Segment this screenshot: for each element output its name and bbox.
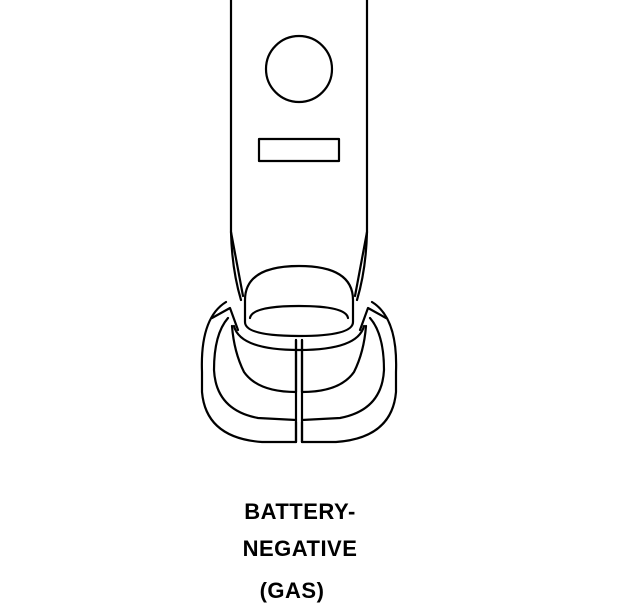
clamp-left-inner bbox=[230, 324, 298, 394]
clamp-left-outer bbox=[200, 300, 298, 444]
clamp-right-tab bbox=[358, 306, 388, 332]
clamp-right-inner bbox=[300, 324, 368, 394]
terminal-strap bbox=[229, 0, 369, 302]
clamp-left-mid bbox=[212, 316, 298, 422]
clamp-right-mid bbox=[300, 316, 386, 422]
caption-line-1: BATTERY- bbox=[244, 499, 356, 524]
caption-line-3: (GAS) bbox=[259, 578, 325, 603]
barrel-opening-inner bbox=[248, 304, 350, 320]
strap-bolt-hole bbox=[264, 34, 334, 104]
clamp-right-outer bbox=[300, 300, 398, 444]
clamp-top-band bbox=[232, 324, 366, 352]
strap-taper-right bbox=[353, 230, 369, 298]
caption-line-2: NEGATIVE bbox=[242, 536, 358, 561]
strap-taper-left bbox=[229, 230, 245, 298]
strap-outline bbox=[229, 0, 369, 302]
strap-slot bbox=[257, 137, 341, 163]
clamp-left-tab bbox=[210, 306, 240, 332]
barrel-opening-outer bbox=[243, 264, 355, 338]
terminal-barrel bbox=[200, 264, 398, 444]
